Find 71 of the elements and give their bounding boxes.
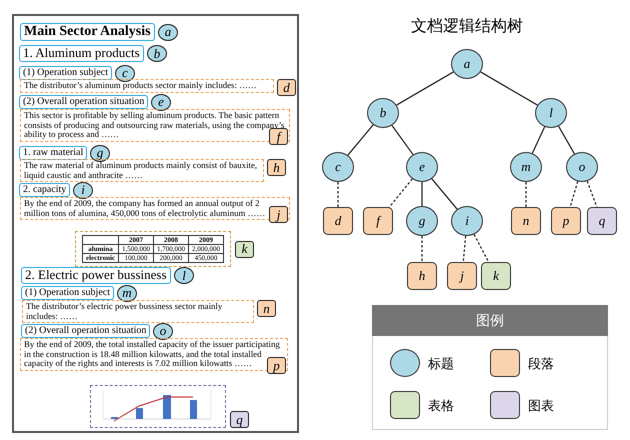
letter-badge: c — [115, 64, 135, 82]
table-frame — [75, 231, 232, 268]
document-page — [12, 14, 299, 433]
square-node: p — [551, 207, 581, 235]
square-node: n — [511, 207, 541, 235]
paragraph-box: The distributor’s aluminum products sector mainly includes: …… — [20, 79, 274, 92]
connector-line — [391, 125, 414, 155]
connector-line — [388, 178, 413, 208]
letter-badge: j — [269, 206, 288, 223]
circle-node: l — [535, 98, 567, 128]
square-node: j — [447, 262, 477, 290]
connector-line — [586, 180, 598, 208]
letter-badge: g — [90, 144, 110, 162]
square-node: q — [587, 207, 617, 235]
circle-node: g — [406, 206, 438, 236]
heading-box: 1. Aluminum products — [19, 45, 144, 62]
connector-line — [462, 236, 466, 262]
paragraph-box: The raw material of aluminum products mainly consist of bauxite, liquid caustic and anthracite …… — [20, 159, 264, 182]
circle-node: m — [510, 152, 542, 182]
connector-line — [474, 234, 490, 262]
connector-line — [337, 182, 339, 207]
heading-box: (2) Overall operation situation — [21, 324, 150, 338]
legend-label: 表格 — [428, 398, 454, 415]
letter-badge: i — [73, 182, 93, 198]
letter-badge: m — [117, 284, 137, 302]
letter-badge: b — [147, 45, 167, 62]
square-node: h — [407, 262, 437, 290]
letter-badge: e — [151, 94, 171, 110]
heading-box: 2. Electric power bussiness — [21, 267, 171, 284]
circle-node: o — [566, 152, 598, 182]
letter-badge: p — [267, 357, 286, 374]
letter-badge: o — [153, 322, 173, 340]
connector-line — [558, 126, 575, 154]
letter-badge: l — [174, 267, 194, 284]
circle-node: c — [322, 152, 354, 182]
connector-line — [421, 182, 423, 206]
heading-box: 1. raw material — [19, 146, 88, 160]
letter-badge: f — [269, 128, 288, 145]
picture-frame — [90, 385, 226, 428]
square-node: f — [363, 207, 393, 235]
square-node: k — [481, 262, 511, 290]
legend-label: 段落 — [528, 356, 554, 373]
legend-label: 标题 — [428, 356, 454, 373]
letter-badge: a — [158, 24, 178, 40]
connector-line — [570, 181, 578, 208]
circle-node: i — [451, 206, 483, 236]
letter-badge: k — [235, 240, 254, 258]
letter-badge: q — [230, 411, 249, 428]
circle-node: b — [367, 98, 399, 128]
square-node: d — [323, 207, 353, 235]
circle-node: a — [451, 49, 483, 79]
heading-box: (1) Operation subject — [19, 66, 112, 80]
legend-label: 图表 — [528, 398, 554, 415]
title-box: Main Sector Analysis — [20, 23, 155, 42]
heading-box: (1) Operation subject — [21, 286, 114, 300]
heading-box: 2. capacity — [19, 183, 70, 196]
connector-line — [525, 182, 527, 207]
connector-line — [396, 71, 454, 106]
letter-badge: d — [277, 79, 296, 96]
circle-node: e — [406, 152, 438, 182]
paragraph-box: The distributor’s electric power bussiness sector mainly includes: …… — [22, 300, 254, 323]
letter-badge: n — [257, 300, 276, 317]
letter-badge: h — [267, 159, 286, 176]
connector-line — [347, 124, 374, 156]
connector-line — [431, 178, 458, 210]
legend-header: 图例 — [372, 305, 608, 336]
connector-line — [532, 126, 546, 154]
connector-line — [421, 236, 423, 262]
diagram-title: 文档逻辑结构树 — [410, 16, 524, 37]
connector-line — [480, 71, 538, 106]
heading-box: (2) Overall operation situation — [19, 95, 148, 108]
